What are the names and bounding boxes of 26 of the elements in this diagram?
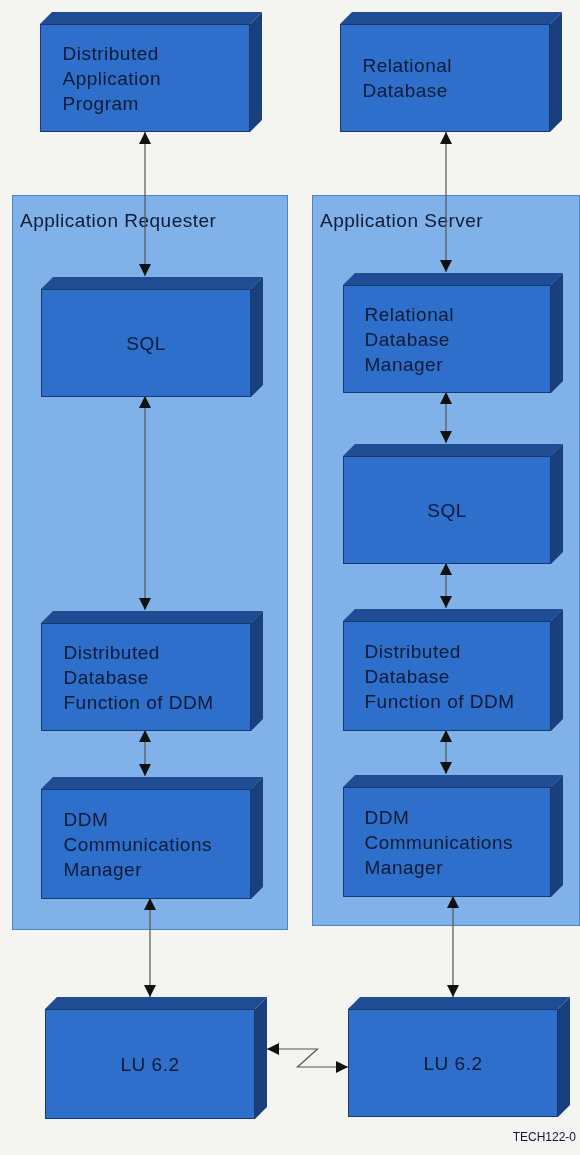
connector-arrow <box>440 562 452 609</box>
block-label: DDM Communications Manager <box>364 805 514 880</box>
block-label: DDM Communications Manager <box>63 807 213 882</box>
connector-arrow <box>440 729 452 775</box>
block-label: LU 6.2 <box>120 1052 180 1077</box>
connector-arrow <box>440 391 452 444</box>
connector-arrow <box>266 1043 349 1073</box>
panel-heading: Application Server <box>320 209 484 233</box>
block-label: Distributed Database Function of DDM <box>63 640 215 715</box>
group-panel <box>12 195 288 930</box>
block-label: LU 6.2 <box>423 1051 483 1076</box>
panel-heading: Application Requester <box>20 209 217 233</box>
block-label: Distributed Database Function of DDM <box>364 639 516 714</box>
connector-arrow <box>139 729 151 777</box>
connector-arrow <box>139 131 151 277</box>
connector-arrow <box>447 895 459 998</box>
figure-id: TECH122-0 <box>512 1130 576 1144</box>
connector-arrow <box>440 131 452 273</box>
block-label: Relational Database <box>362 54 453 103</box>
block-label: SQL <box>126 331 166 356</box>
connector-arrow <box>144 897 156 998</box>
connector-arrow <box>139 395 151 611</box>
group-panel <box>312 195 580 926</box>
block-label: SQL <box>427 498 467 523</box>
block-label: Distributed Application Program <box>62 41 162 116</box>
block-label: Relational Database Manager <box>364 302 455 377</box>
